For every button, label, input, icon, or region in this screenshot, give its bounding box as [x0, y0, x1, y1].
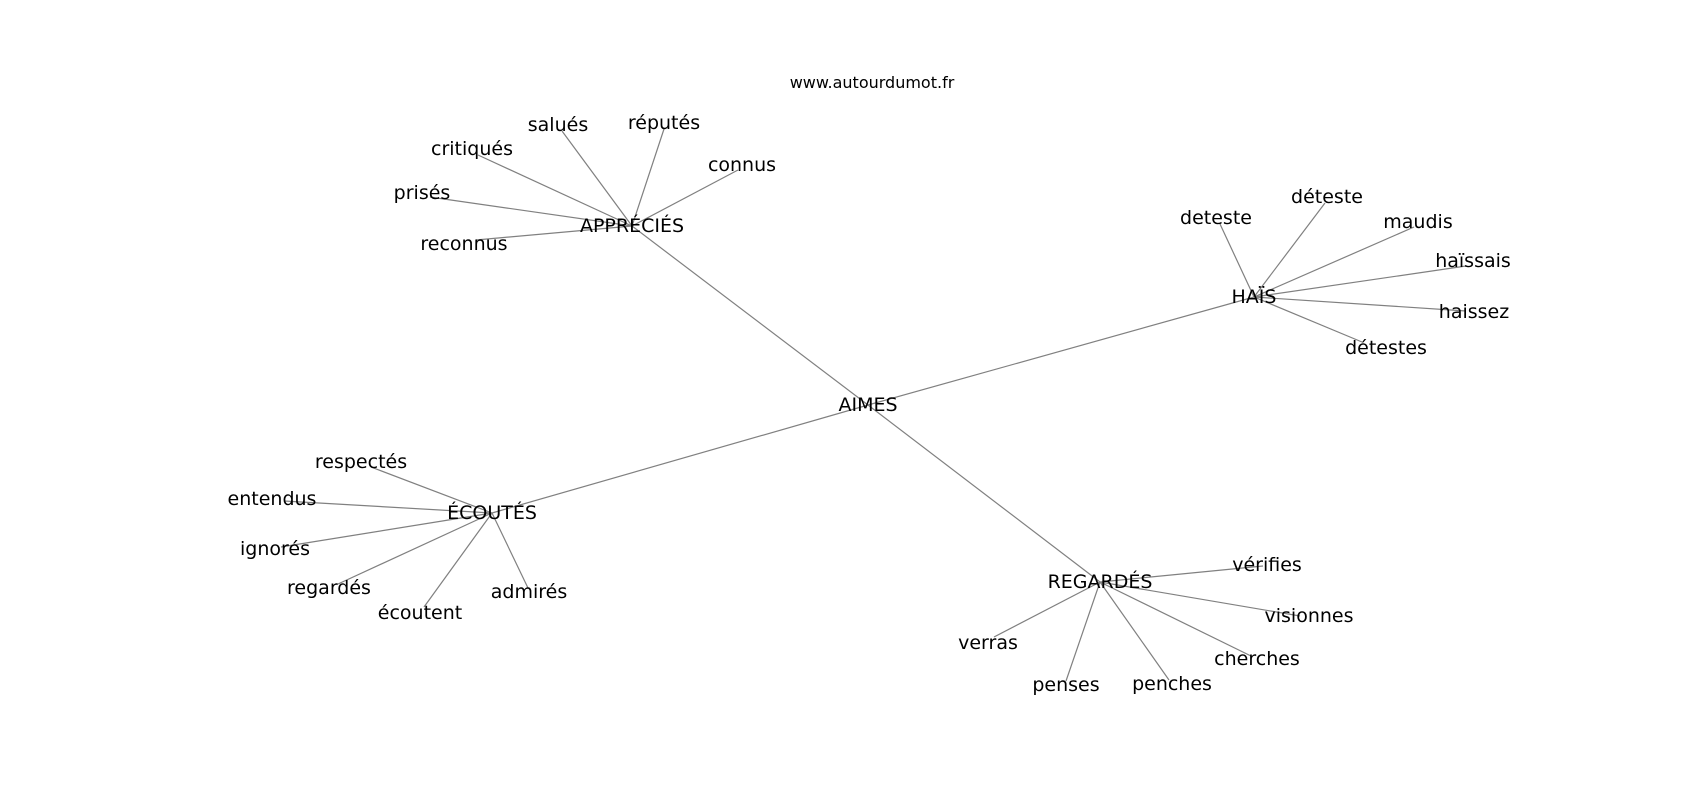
- edge-apprecies-reputes: [631, 128, 665, 227]
- edge-center-regardes: [867, 404, 1101, 583]
- edge-center-hais: [867, 296, 1255, 406]
- watermark-text: www.autourdumot.fr: [790, 73, 955, 92]
- edge-hais-deteste: [1219, 223, 1255, 298]
- node-leaf-salues: salués: [528, 114, 588, 136]
- edge-hais-haissez: [1253, 296, 1467, 312]
- edge-hais-deteste: [1253, 202, 1326, 298]
- node-branch-regardes: REGARDÉS: [1048, 570, 1153, 593]
- node-leaf-penses: penses: [1032, 674, 1099, 696]
- edge-ecoutes-entendus: [283, 500, 493, 514]
- edge-apprecies-salues: [561, 130, 633, 227]
- node-leaf-regardes: regardés: [287, 577, 371, 599]
- edge-regardes-verras: [993, 581, 1101, 638]
- edge-ecoutes-ecoutent: [423, 512, 493, 608]
- node-leaf-penches: penches: [1132, 673, 1212, 695]
- node-leaf-deteste: deteste: [1180, 207, 1252, 229]
- node-leaf-maudis: maudis: [1383, 211, 1452, 233]
- edge-ecoutes-respectes: [370, 466, 493, 514]
- edge-ecoutes-ignores: [280, 512, 493, 548]
- edge-regardes-verifies: [1099, 565, 1264, 583]
- node-leaf-haissais: haïssais: [1435, 250, 1511, 272]
- node-leaf-verras: verras: [958, 632, 1018, 654]
- node-branch-ecoutes: ÉCOUTÉS: [447, 501, 537, 524]
- edge-apprecies-critiques: [477, 154, 633, 227]
- node-leaf-cherches: cherches: [1214, 648, 1300, 670]
- edge-apprecies-prises: [429, 196, 633, 227]
- edge-ecoutes-admires: [491, 512, 529, 589]
- node-leaf-verifies: vérifies: [1232, 554, 1302, 576]
- node-branch-apprecies: APPRÉCIÉS: [580, 214, 684, 237]
- edge-center-ecoutes: [491, 404, 869, 514]
- node-leaf-haissez: haissez: [1439, 301, 1509, 323]
- node-leaf-detestes: détestes: [1345, 337, 1427, 359]
- node-leaf-reputes: réputés: [628, 112, 700, 134]
- node-leaf-ecoutent: écoutent: [378, 602, 462, 624]
- node-leaf-visionnes: visionnes: [1265, 605, 1354, 627]
- edge-center-apprecies: [631, 225, 869, 406]
- node-center-aimes: AIMES: [838, 394, 897, 416]
- node-leaf-admires: admirés: [491, 581, 567, 603]
- node-leaf-reconnus: reconnus: [420, 233, 507, 255]
- edge-regardes-cherches: [1099, 581, 1252, 657]
- edge-ecoutes-regardes: [337, 512, 493, 585]
- graph-labels: AIMES APPRÉCIÉS salués réputés connus critiqu…: [228, 112, 1511, 696]
- edge-hais-detestes: [1253, 296, 1363, 343]
- node-leaf-connus: connus: [708, 154, 776, 176]
- node-leaf-prises: prisés: [394, 182, 451, 204]
- node-leaf-respectes: respectés: [315, 451, 407, 473]
- edge-hais-haissais: [1253, 265, 1467, 298]
- edge-regardes-penches: [1099, 581, 1170, 681]
- node-branch-hais: HAÏS: [1232, 285, 1277, 308]
- edge-regardes-penses: [1065, 581, 1101, 682]
- node-leaf-ignores: ignorés: [240, 538, 310, 560]
- node-leaf-critiques: critiqués: [431, 138, 513, 160]
- graph-edges: [280, 128, 1467, 682]
- edge-regardes-visionnes: [1099, 581, 1301, 617]
- edge-apprecies-reconnus: [475, 225, 633, 241]
- node-leaf-entendus: entendus: [228, 488, 317, 510]
- node-leaf-deteste: déteste: [1291, 186, 1363, 208]
- edge-hais-maudis: [1253, 226, 1415, 298]
- edge-apprecies-connus: [631, 169, 739, 227]
